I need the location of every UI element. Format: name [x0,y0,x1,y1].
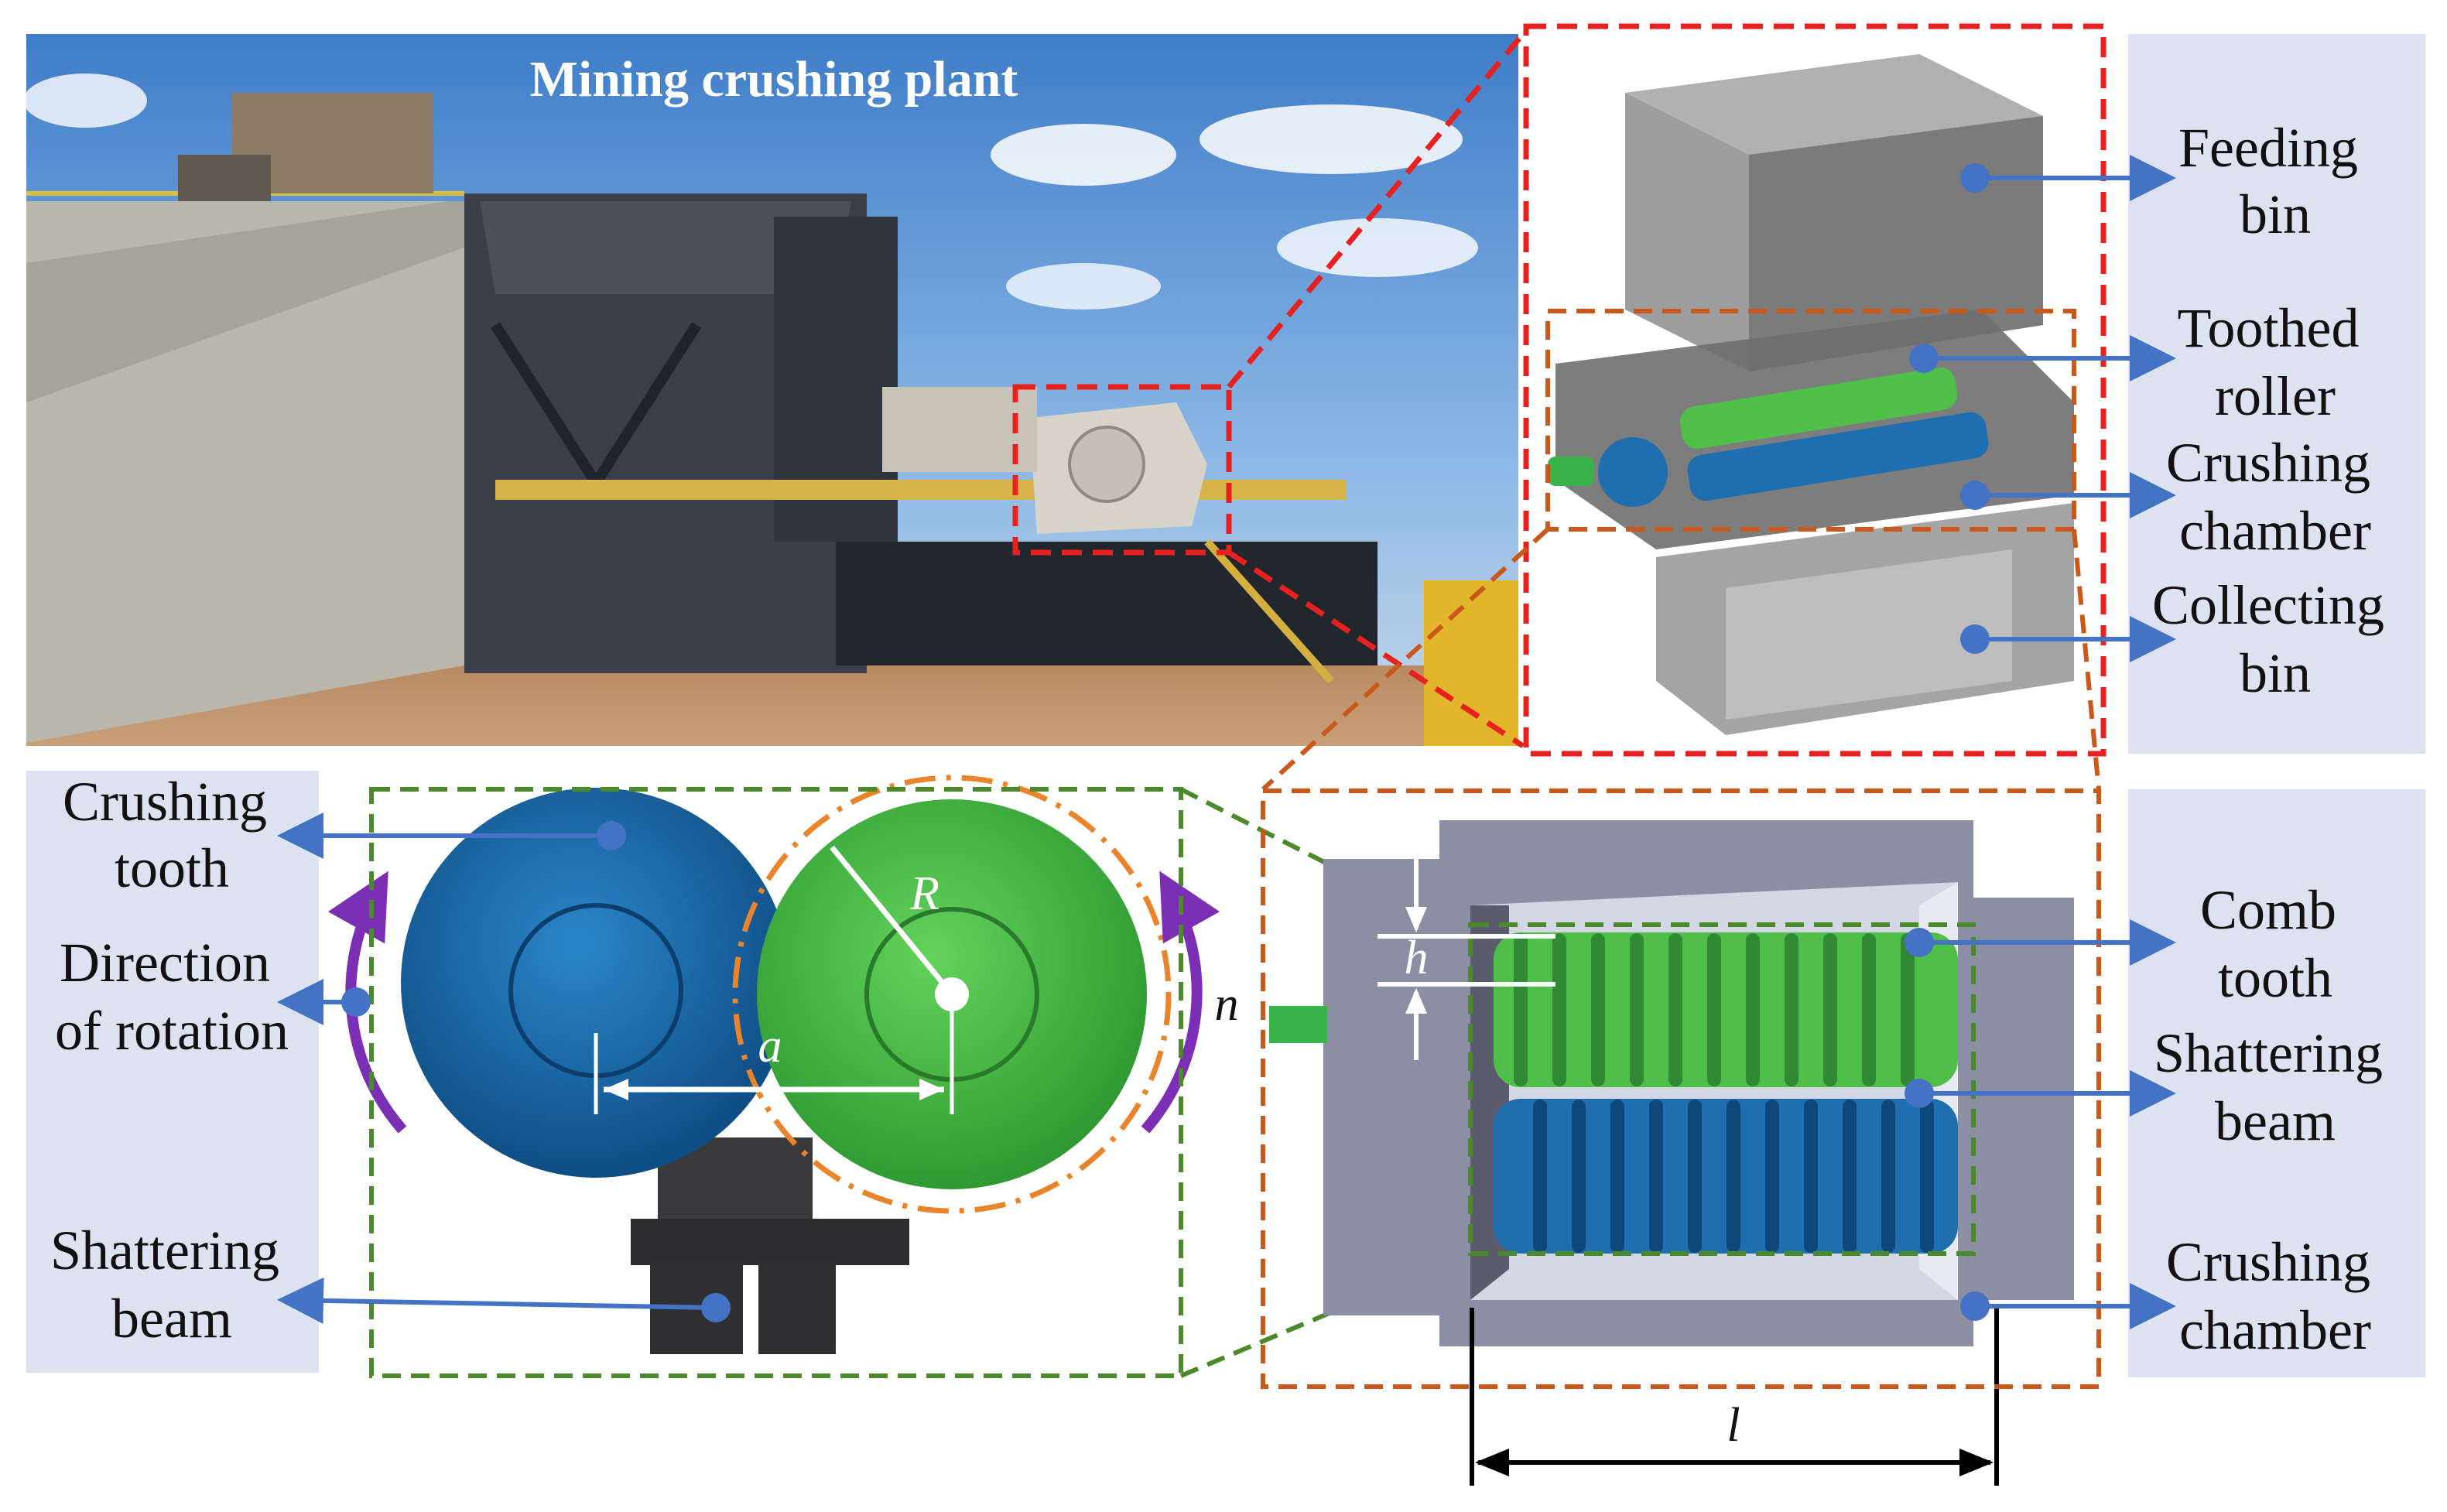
red-dashed-box [1523,23,2106,757]
label-collecting-bin: Collecting bin [2152,574,2398,704]
arrow-shattering-beam-left [277,1277,731,1324]
orange-connector-right [2072,529,2101,790]
photo-crusher-highlight [1012,384,1232,556]
symbol-gap: h [1405,932,1429,984]
arrow-comb-tooth [1905,919,2176,966]
crusher-3d-model [1526,26,2103,754]
label-comb-tooth: Comb tooth [2200,879,2350,1009]
rotation-arrow-right [1141,871,1220,1134]
orange-chamber-box [1545,309,2076,532]
arrow-crushing-tooth [277,812,626,859]
arrow-direction-of-rotation [277,979,371,1025]
mining-plant-photo [23,34,1518,746]
arrow-shattering-beam-right [1905,1070,2176,1117]
roller-cross-section [401,775,1172,1354]
red-connector-top [1227,32,1525,389]
arrow-feeding-bin [1960,155,2176,201]
label-shattering-beam-right: Shattering beam [2154,1022,2397,1152]
label-shattering-beam-left: Shattering beam [50,1220,293,1350]
arrow-collecting-bin [1960,616,2176,662]
symbol-length: l [1727,1399,1740,1452]
label-crushing-tooth: Crushing tooth [63,771,281,899]
photo-title: Mining crushing plant [530,51,1018,108]
bottom-left-label-panel [26,771,319,1373]
bottom-right-label-panel [2128,789,2425,1377]
label-crushing-chamber-top: Crushing chamber [2166,432,2384,562]
red-connector-bottom [1227,550,1525,748]
symbol-speed: n [1215,978,1239,1031]
label-direction-of-rotation: Direction of rotation [55,932,289,1062]
label-toothed-roller: Toothed roller [2178,297,2373,427]
orange-dashed-box [1261,788,2101,1389]
label-feeding-bin: Feeding bin [2178,117,2372,245]
green-dashed-box [369,787,1183,1378]
blue-roller [401,788,791,1178]
arrow-crushing-chamber-top [1960,472,2176,518]
symbol-center-distance: a [758,1020,782,1072]
arrow-toothed-roller [1909,335,2176,381]
orange-connector-left [1261,527,1550,792]
length-dimension [1470,1308,1999,1486]
symbol-radius: R [909,867,939,920]
top-right-label-panel [2128,34,2425,754]
arrow-crushing-chamber-bottom [1960,1283,2176,1329]
label-crushing-chamber-bottom: Crushing chamber [2166,1231,2384,1361]
crusher-top-view [1269,820,2074,1346]
